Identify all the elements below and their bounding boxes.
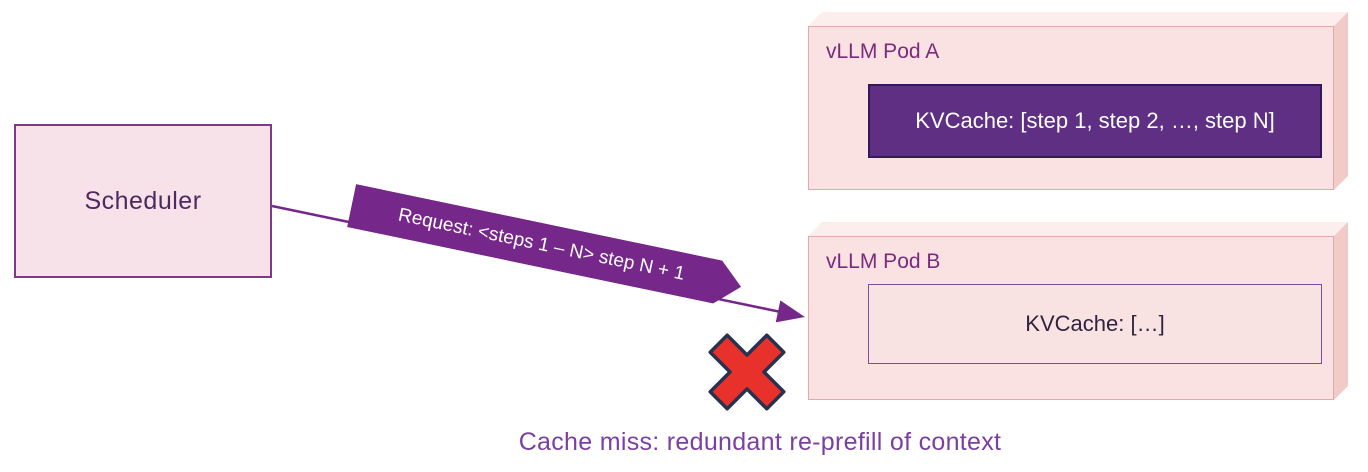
pod-b-label: vLLM Pod B — [826, 250, 941, 273]
request-ribbon-label: Request: <steps 1 – N> step N + 1 — [396, 204, 687, 285]
scheduler-box: Scheduler — [14, 124, 272, 278]
scheduler-label: Scheduler — [84, 186, 202, 215]
kvcache-b-text: KVCache: […] — [1025, 311, 1165, 336]
pod-a: vLLM Pod A KVCache: [step 1, step 2, …, … — [808, 12, 1348, 190]
kvcache-b-box: KVCache: […] — [868, 284, 1322, 364]
pod-b: vLLM Pod B KVCache: […] — [808, 222, 1348, 400]
x-mark-icon — [708, 333, 786, 411]
caption-text: Cache miss: redundant re-prefill of cont… — [518, 428, 1002, 456]
kvcache-a-text: KVCache: [step 1, step 2, …, step N] — [915, 108, 1275, 133]
request-ribbon: Request: <steps 1 – N> step N + 1 — [347, 184, 746, 308]
kvcache-a-box: KVCache: [step 1, step 2, …, step N] — [868, 84, 1322, 158]
pod-a-label: vLLM Pod A — [826, 40, 940, 63]
